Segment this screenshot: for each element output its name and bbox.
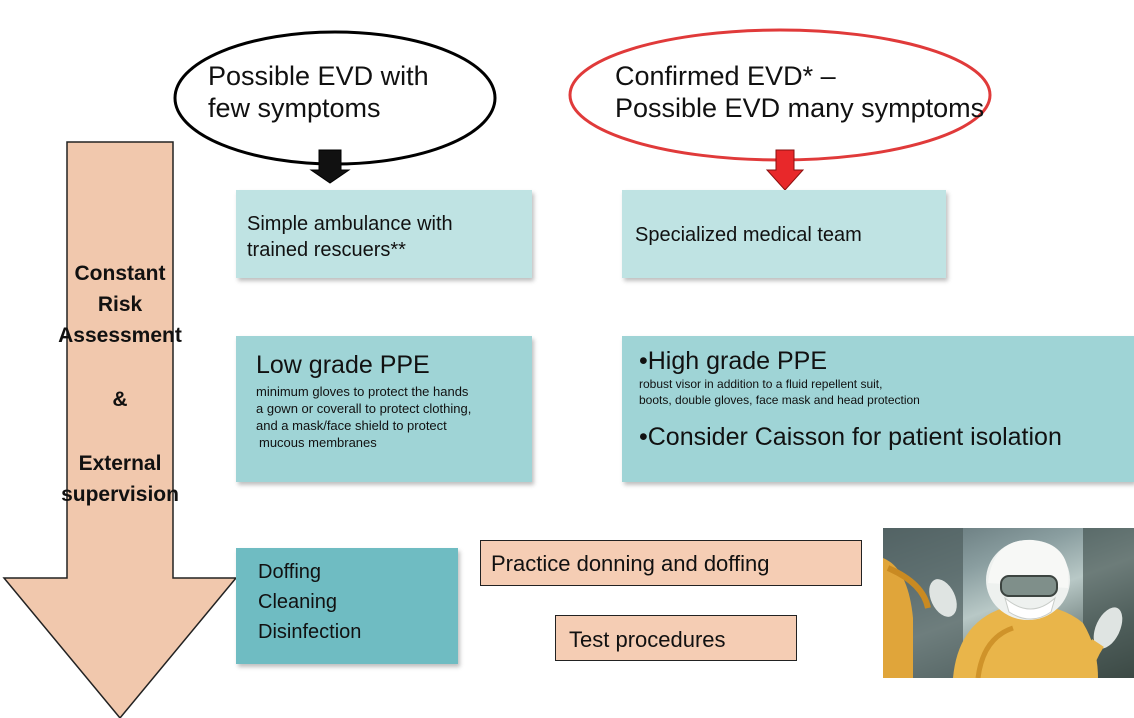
medical-team-box: Specialized medical team (622, 190, 946, 278)
risk-assessment-arrow (2, 141, 238, 718)
side-label-line: External (78, 452, 162, 475)
practice-box: Practice donning and doffing (480, 540, 862, 586)
confirmed-evd-oval-text: Confirmed EVD* – Possible EVD many sympt… (615, 60, 984, 124)
medical-team-line: Specialized medical team (635, 224, 862, 246)
high-grade-ppe-box: •High grade PPE robust visor in addition… (622, 336, 1134, 482)
ppe-worker-photo (883, 528, 1134, 678)
cleanup-step: Disinfection (258, 621, 362, 643)
low-grade-ppe-title: Low grade PPE (256, 351, 430, 379)
left-connector-arrow (309, 149, 351, 184)
test-procedures-box: Test procedures (555, 615, 797, 661)
ppe-detail: and a mask/face shield to protect (256, 418, 447, 433)
low-grade-ppe-details: minimum gloves to protect the hands a go… (256, 383, 532, 451)
oval-line: Confirmed EVD* – (615, 61, 836, 91)
side-label: Constant Risk Assessment & External supe… (40, 260, 200, 508)
right-connector-arrow (765, 149, 805, 191)
high-grade-ppe-title: •High grade PPE (639, 347, 828, 375)
ppe-detail: boots, double gloves, face mask and head… (639, 393, 920, 407)
ppe-detail: robust visor in addition to a fluid repe… (639, 377, 883, 391)
ambulance-line: trained rescuers** (247, 239, 406, 261)
possible-evd-oval-text: Possible EVD with few symptoms (208, 60, 429, 124)
oval-line: Possible EVD with (208, 61, 429, 91)
ppe-detail: mucous membranes (259, 435, 377, 450)
side-label-line: Risk (97, 293, 143, 316)
oval-line: Possible EVD many symptoms (615, 93, 985, 123)
ppe-detail: minimum gloves to protect the hands (256, 384, 469, 399)
side-label-line: & (112, 388, 128, 411)
high-grade-ppe-details: robust visor in addition to a fluid repe… (639, 376, 1134, 408)
cleanup-step: Cleaning (258, 591, 337, 613)
caisson-note: •Consider Caisson for patient isolation (639, 423, 1062, 451)
ppe-worker-illustration (883, 528, 1134, 678)
side-label-line: Assessment (58, 324, 182, 347)
low-grade-ppe-box: Low grade PPE minimum gloves to protect … (236, 336, 532, 482)
test-procedures-label: Test procedures (569, 627, 726, 652)
practice-label: Practice donning and doffing (491, 551, 770, 576)
ambulance-box: Simple ambulance with trained rescuers** (236, 190, 532, 278)
side-label-line: Constant (74, 262, 166, 285)
side-label-line: supervision (61, 483, 179, 506)
oval-line: few symptoms (208, 93, 381, 123)
cleanup-step: Doffing (258, 561, 322, 583)
ambulance-line: Simple ambulance with (247, 213, 453, 235)
ppe-detail: a gown or coverall to protect clothing, (256, 401, 472, 416)
cleanup-box: Doffing Cleaning Disinfection (236, 548, 458, 664)
